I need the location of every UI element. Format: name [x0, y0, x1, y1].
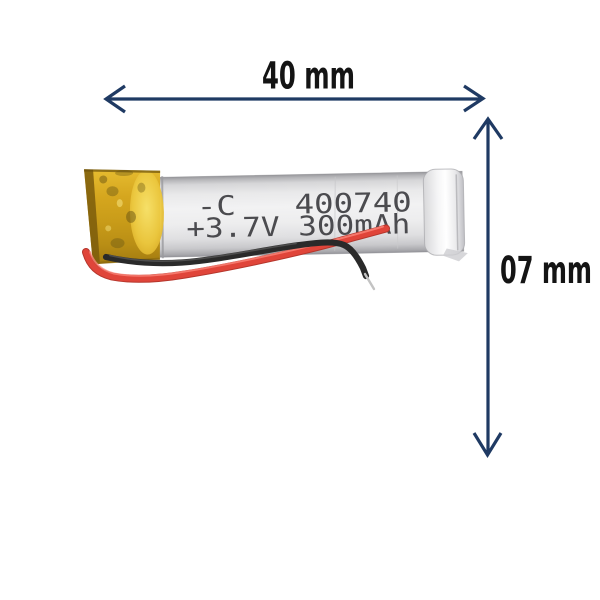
- battery-corner-flap: [442, 248, 468, 262]
- battery-right-seal: [422, 168, 466, 256]
- battery-crease: [396, 175, 399, 249]
- tape-blotch: [115, 170, 134, 177]
- battery: -C 400740 +3.7V 300mAh: [84, 168, 468, 265]
- width-dimension: 40 mm: [103, 55, 486, 114]
- tape-left-edge: [84, 169, 100, 265]
- tape-top-edge: [84, 169, 161, 173]
- battery-print-line1: -C 400740: [197, 187, 413, 222]
- red-wire: [83, 225, 389, 282]
- battery-tape-end: [84, 169, 164, 265]
- black-wire-exposed-tip: [363, 272, 376, 291]
- battery-wires: [82, 224, 390, 291]
- height-label: 07 mm: [500, 249, 592, 292]
- tape-blotch: [110, 238, 125, 249]
- width-arrow: [103, 84, 486, 114]
- tape-blotch: [126, 210, 137, 223]
- tape-glint: [116, 199, 123, 208]
- tape-blotch: [99, 175, 108, 184]
- battery-right-seam: [455, 174, 459, 251]
- black-wire-highlight: [109, 242, 297, 262]
- tape-blotch: [106, 186, 119, 197]
- red-wire-highlight: [89, 225, 384, 277]
- tape-blotch: [137, 182, 146, 193]
- battery-print-line2: +3.7V 300mAh: [186, 209, 411, 244]
- black-wire: [102, 239, 370, 280]
- width-label: 40 mm: [262, 55, 355, 98]
- height-arrow: [472, 116, 504, 459]
- height-dimension: 07 mm: [472, 116, 592, 459]
- tape-shine: [129, 170, 164, 255]
- tape-glint: [105, 225, 112, 232]
